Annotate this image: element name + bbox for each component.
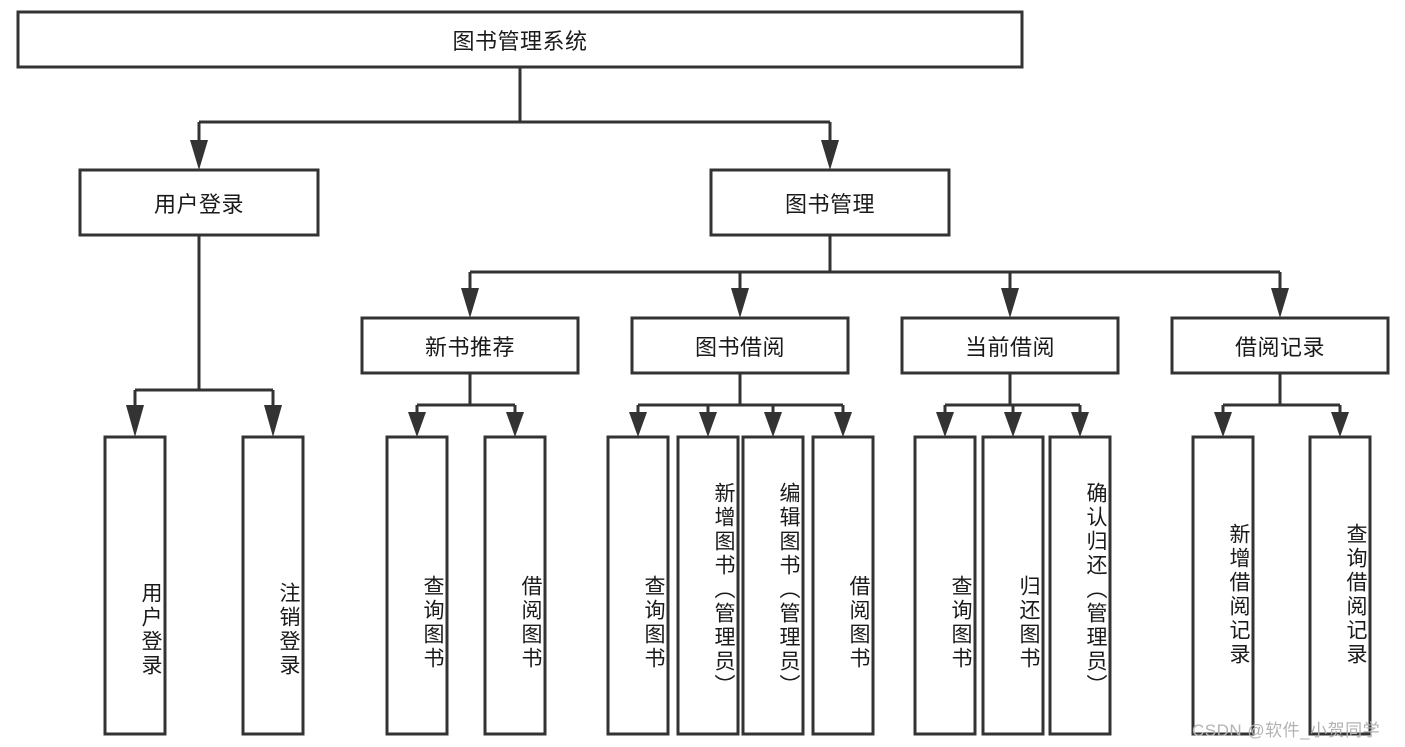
arrow-head-new-book-recommend xyxy=(461,288,479,318)
arrow-head-leaf-edit-book-admin xyxy=(764,412,782,437)
node-leaf-query-book-borrow-box[interactable] xyxy=(606,435,670,736)
node-leaf-borrow-book-rec-box[interactable] xyxy=(483,435,547,736)
node-leaf-confirm-return-admin-box[interactable] xyxy=(1048,435,1112,736)
node-user-login-box[interactable] xyxy=(78,168,320,237)
node-leaf-query-book-cur-box[interactable] xyxy=(913,435,977,736)
node-borrow-record-box[interactable] xyxy=(1170,316,1390,375)
node-leaf-user-login-box[interactable] xyxy=(103,435,167,736)
arrow-head-leaf-query-book-borrow xyxy=(629,412,647,437)
arrow-head-book-manage xyxy=(821,140,839,170)
arrow-head-book-borrow xyxy=(731,288,749,318)
arrow-head-leaf-borrow-book xyxy=(834,412,852,437)
node-leaf-query-book-rec-box[interactable] xyxy=(385,435,449,736)
node-leaf-add-book-admin-box[interactable] xyxy=(676,435,740,736)
arrow-head-borrow-record xyxy=(1271,288,1289,318)
csdn-watermark: CSDN @软件_小贺同学 xyxy=(1192,721,1381,740)
arrow-head-current-borrow xyxy=(1001,288,1019,318)
node-leaf-query-borrow-record-box[interactable] xyxy=(1308,435,1372,736)
arrow-head-user-login xyxy=(190,140,208,170)
node-new-book-recommend-box[interactable] xyxy=(360,316,580,375)
arrow-head-leaf-add-borrow-record xyxy=(1214,412,1232,437)
arrow-head-leaf-query-book-cur xyxy=(936,412,954,437)
node-current-borrow-box[interactable] xyxy=(900,316,1120,375)
arrow-head-leaf-add-book-admin xyxy=(699,412,717,437)
node-leaf-return-book-box[interactable] xyxy=(981,435,1045,736)
node-root-box[interactable] xyxy=(16,10,1024,69)
node-leaf-add-borrow-record-box[interactable] xyxy=(1191,435,1255,736)
arrow-head-leaf-user-logout xyxy=(264,405,282,437)
node-leaf-edit-book-admin-box[interactable] xyxy=(741,435,805,736)
arrow-head-leaf-confirm-return-admin xyxy=(1071,412,1089,437)
node-leaf-borrow-book-box[interactable] xyxy=(811,435,875,736)
node-book-manage-box[interactable] xyxy=(709,168,951,237)
node-leaf-user-logout-box[interactable] xyxy=(241,435,305,736)
arrow-head-leaf-query-book-rec xyxy=(408,412,426,437)
arrow-head-leaf-return-book xyxy=(1004,412,1022,437)
arrow-head-leaf-query-borrow-record xyxy=(1331,412,1349,437)
node-book-borrow-box[interactable] xyxy=(630,316,850,375)
arrow-head-leaf-borrow-book-rec xyxy=(506,412,524,437)
arrow-head-leaf-user-login xyxy=(126,405,144,437)
